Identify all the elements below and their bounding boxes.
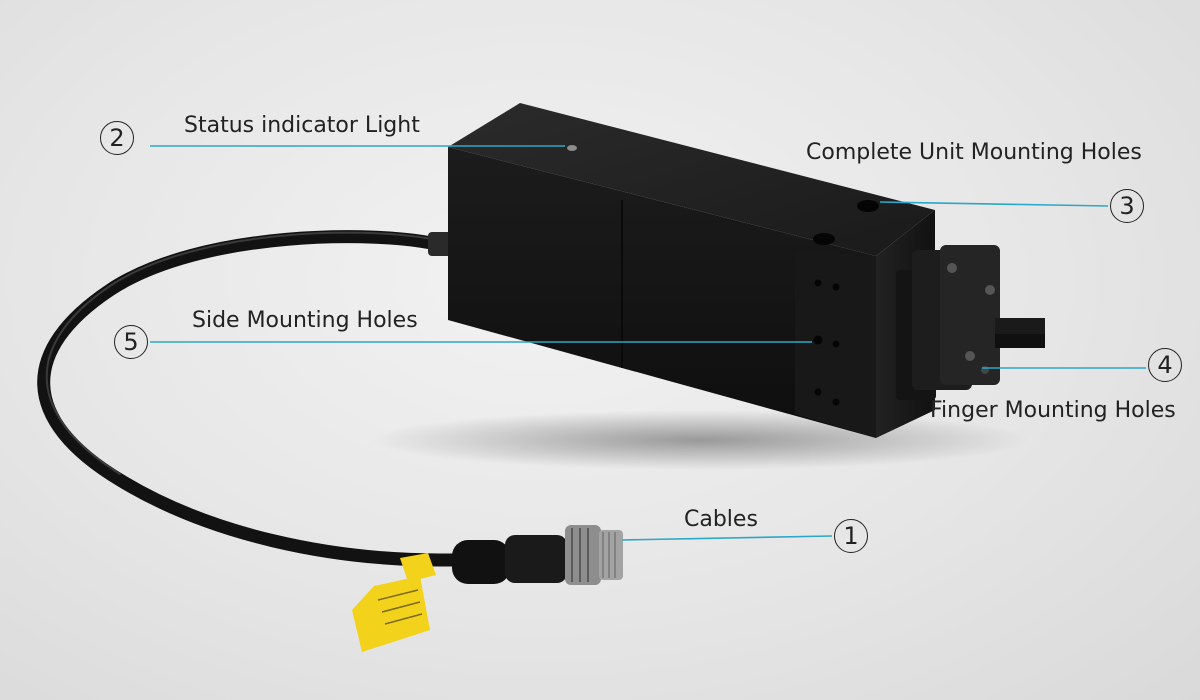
leader-lines bbox=[150, 145, 1146, 541]
callout-4-number: 4 bbox=[1148, 348, 1182, 382]
cable-highlight bbox=[45, 231, 441, 475]
cable-icon bbox=[37, 230, 477, 567]
callout-5-number: 5 bbox=[114, 325, 148, 359]
gripper-body-icon bbox=[448, 103, 935, 438]
cable-gland bbox=[428, 232, 454, 256]
callout-5-label: Side Mounting Holes bbox=[192, 308, 418, 333]
callout-1-number: 1 bbox=[834, 519, 868, 553]
leader-line-1 bbox=[621, 535, 833, 541]
leader-line-3 bbox=[879, 201, 1109, 207]
callout-3-number: 3 bbox=[1110, 189, 1144, 223]
callout-4-label: Finger Mounting Holes bbox=[930, 398, 1176, 423]
yellow-tag-icon bbox=[352, 553, 436, 652]
connector-icon bbox=[452, 525, 623, 585]
callout-3-label: Complete Unit Mounting Holes bbox=[806, 140, 1142, 165]
callout-2-number: 2 bbox=[100, 121, 134, 155]
callout-1-label: Cables bbox=[684, 507, 758, 532]
gripper-fingers bbox=[896, 245, 1045, 400]
callout-2-label: Status indicator Light bbox=[184, 113, 420, 138]
